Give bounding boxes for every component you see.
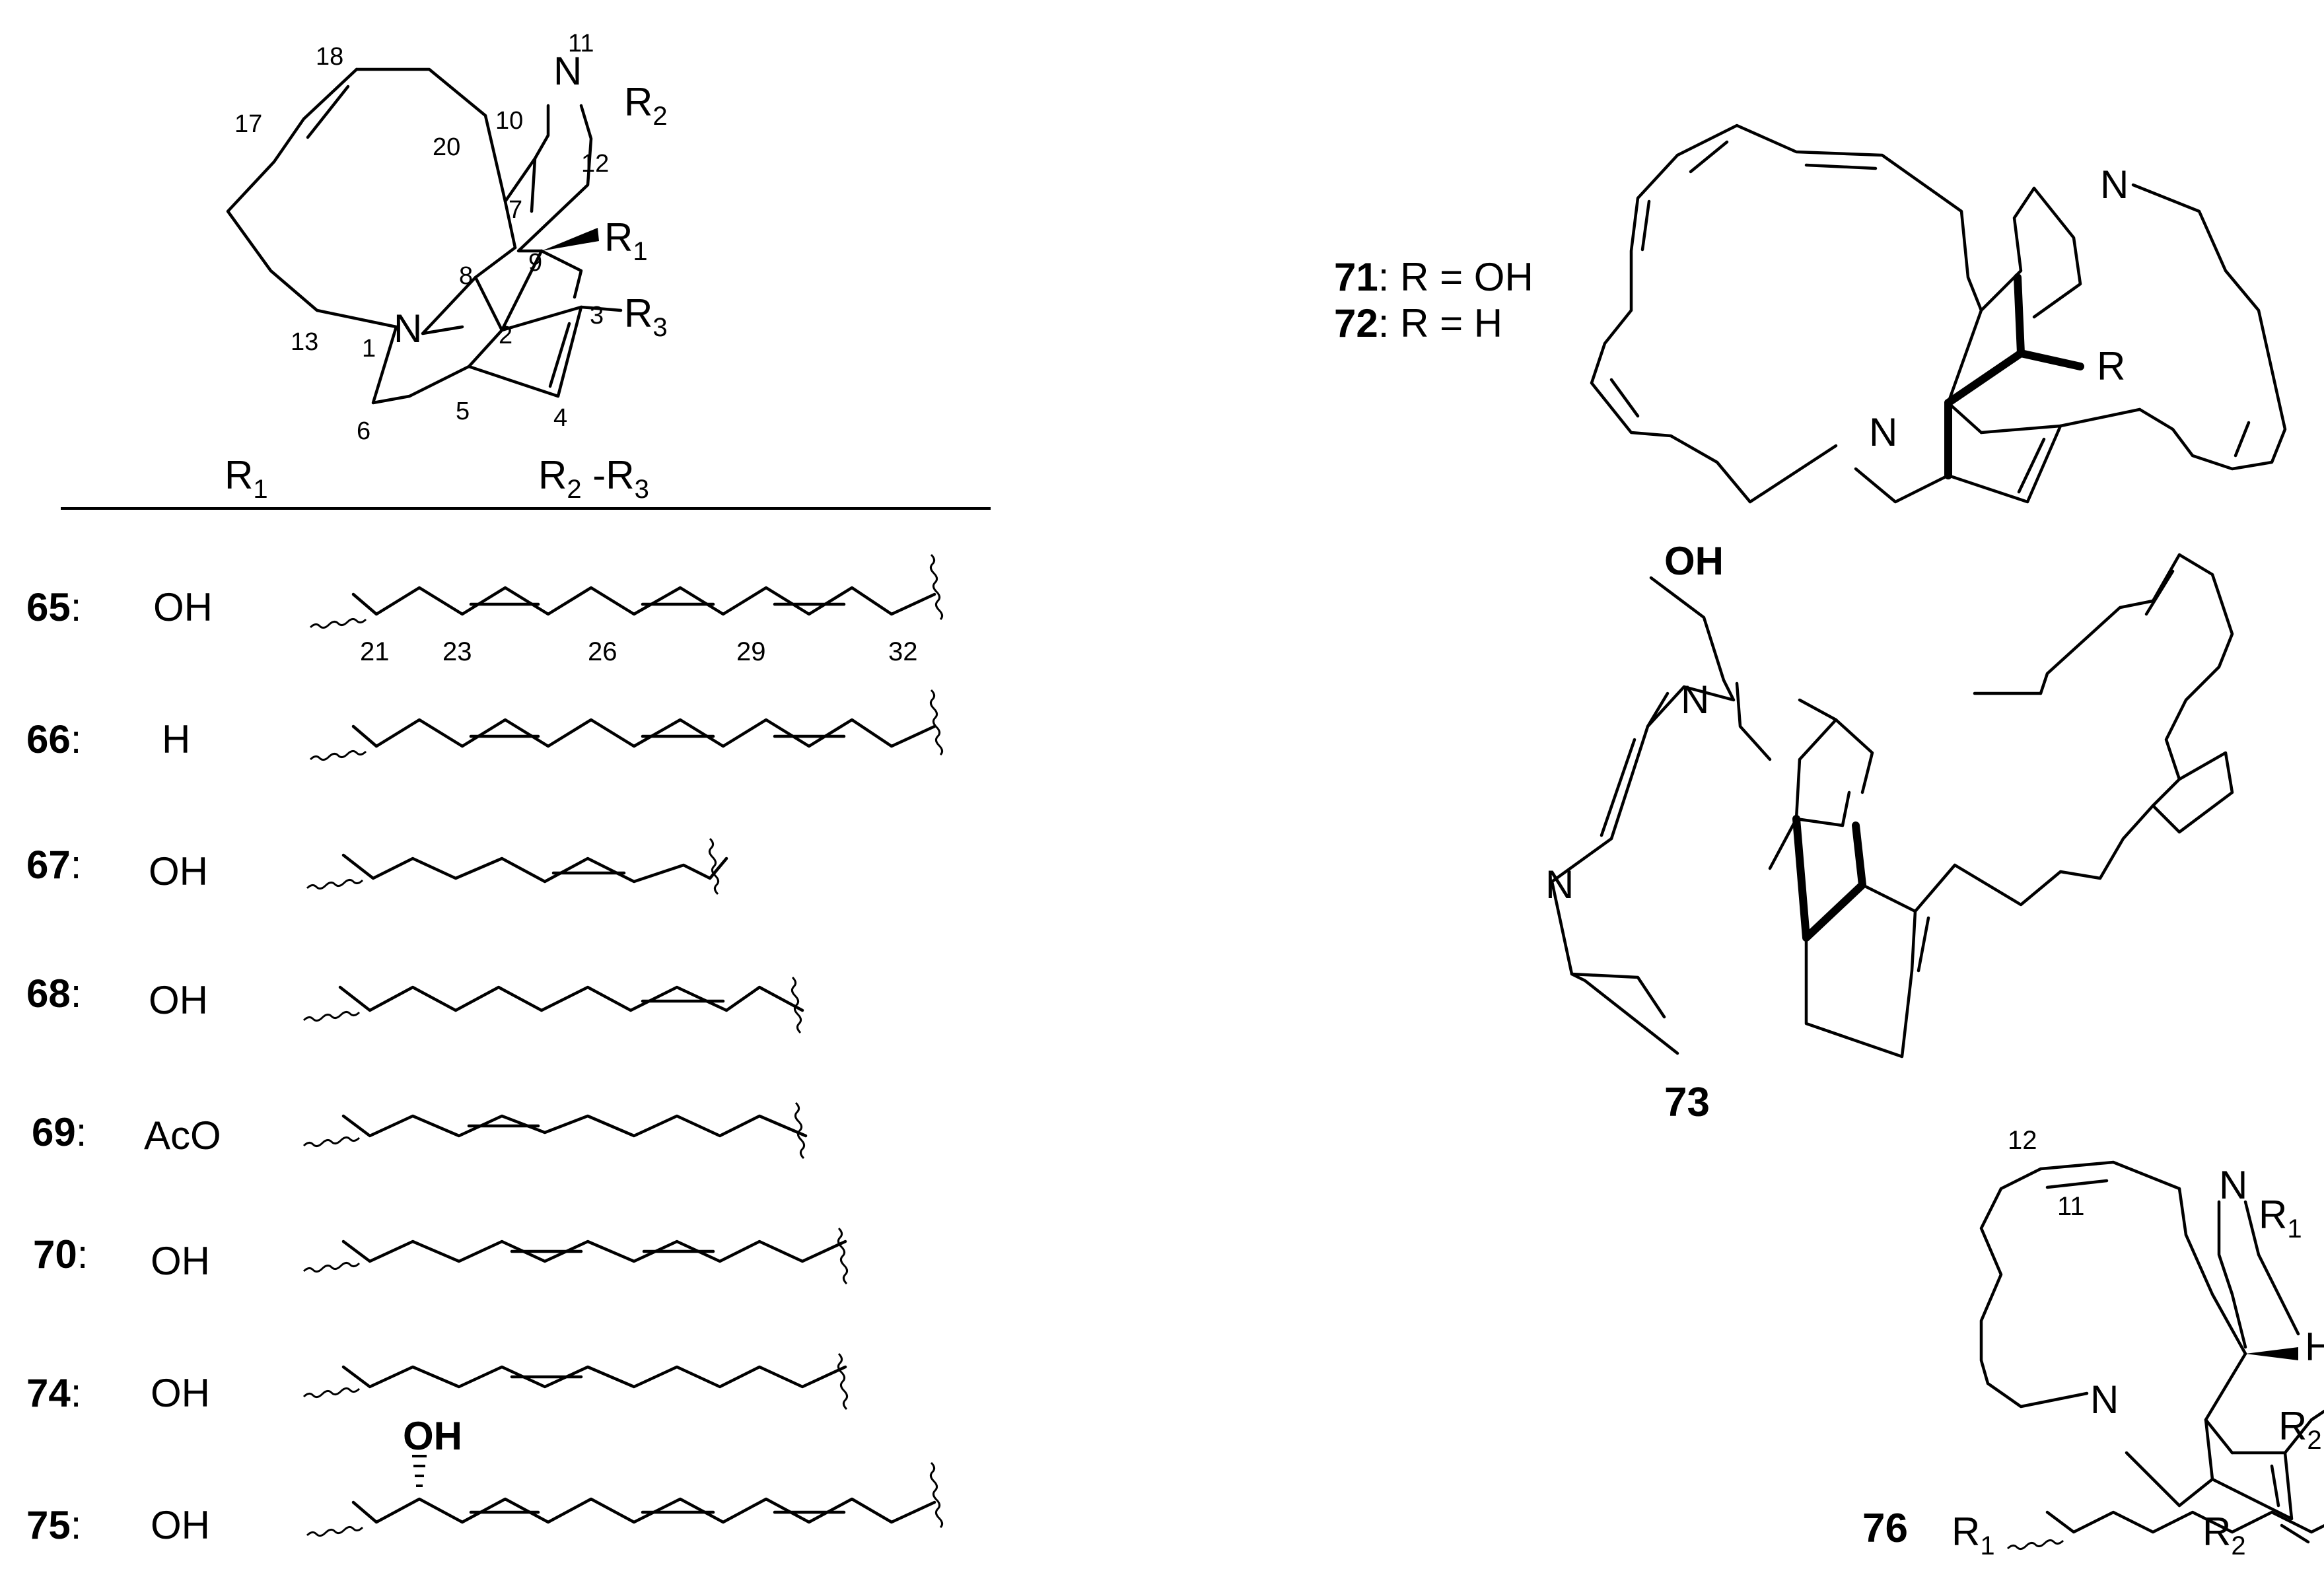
atom-number: 18 bbox=[316, 43, 343, 71]
table-row: 69: AcO bbox=[32, 1110, 221, 1158]
table-row: 74: OH bbox=[26, 1371, 210, 1415]
atom-number: 20 bbox=[433, 133, 460, 161]
atom-number: 12 bbox=[581, 150, 609, 178]
r1-value: OH bbox=[153, 585, 213, 629]
atom-number: 8 bbox=[459, 262, 473, 290]
legend-72: 72: R = H bbox=[1334, 301, 1502, 345]
structure-71-72: 71: R = OH 72: R = H N N R bbox=[1334, 123, 2287, 504]
atom-number: 9 bbox=[528, 249, 542, 277]
table-row: 75: OH bbox=[26, 1503, 210, 1547]
svg-text:74:: 74: bbox=[26, 1371, 81, 1415]
atom-number: 3 bbox=[590, 302, 604, 330]
r1-value: OH bbox=[149, 978, 208, 1022]
atom-r2: R2 bbox=[624, 80, 668, 131]
svg-text:70:: 70: bbox=[33, 1232, 88, 1276]
atom-number: 4 bbox=[553, 404, 567, 432]
svg-text:68:: 68: bbox=[26, 971, 81, 1016]
row75-oh-label: OH bbox=[403, 1414, 462, 1458]
atom-r2: R2 bbox=[2278, 1404, 2322, 1455]
compound-number: 70 bbox=[33, 1232, 77, 1276]
atom-number: 13 bbox=[291, 328, 318, 356]
atom-n: N bbox=[2090, 1378, 2119, 1422]
r1-value: OH bbox=[151, 1503, 210, 1547]
compound-number: 67 bbox=[26, 843, 71, 887]
side-chain-70 bbox=[302, 1227, 849, 1285]
atom-number: 7 bbox=[509, 196, 522, 224]
atom-number: 11 bbox=[568, 30, 594, 57]
svg-text:69:: 69: bbox=[32, 1110, 87, 1154]
atom-n: N bbox=[2100, 162, 2129, 207]
compound-number: 69 bbox=[32, 1110, 76, 1154]
side-chain-67 bbox=[306, 837, 728, 895]
svg-text:67:: 67: bbox=[26, 843, 81, 887]
atom-r1: R1 bbox=[2259, 1193, 2302, 1243]
r1-value: AcO bbox=[144, 1113, 221, 1158]
atom-r1: R1 bbox=[604, 215, 648, 266]
compound-label-76: 76 bbox=[1862, 1506, 1908, 1551]
side-chain-75: OH bbox=[306, 1414, 944, 1537]
side-chain-69 bbox=[302, 1101, 808, 1160]
atom-number: 10 bbox=[495, 107, 523, 135]
compound-number: 65 bbox=[26, 585, 71, 629]
compound-number: 66 bbox=[26, 717, 71, 761]
atom-r3: R3 bbox=[624, 291, 668, 342]
legend-71: 71: R = OH bbox=[1334, 255, 1533, 299]
chain-number: 21 bbox=[360, 637, 390, 666]
column-header-r1: R1 bbox=[225, 453, 268, 504]
table-row: 65: OH bbox=[26, 585, 213, 629]
atom-n1: N bbox=[394, 306, 422, 351]
r1-value: OH bbox=[151, 1371, 210, 1415]
atom-r: R bbox=[2097, 344, 2125, 388]
num-12: 12 bbox=[2008, 1126, 2037, 1155]
table-row: 70: OH bbox=[33, 1232, 210, 1283]
r1-value: H bbox=[162, 717, 190, 761]
chain-number: 26 bbox=[588, 637, 617, 666]
chain-number: 29 bbox=[736, 637, 766, 666]
atom-n: N bbox=[1869, 410, 1897, 454]
table-row: 68: OH bbox=[26, 971, 208, 1022]
compound-number: 68 bbox=[26, 971, 71, 1016]
column-header-r2-r3: R2 -R3 bbox=[538, 453, 649, 504]
atom-oh: OH bbox=[1664, 539, 1724, 583]
num-11: 11 bbox=[2057, 1192, 2085, 1221]
atom-number: 17 bbox=[234, 110, 262, 138]
atom-number: 5 bbox=[456, 398, 470, 425]
generic-scaffold-structure: N R2 R1 N R3 18 11 17 10 20 12 7 9 8 13 … bbox=[226, 30, 668, 445]
atom-n: N bbox=[2219, 1163, 2247, 1207]
atom-n: N bbox=[1681, 678, 1709, 722]
svg-text:75:: 75: bbox=[26, 1503, 81, 1547]
svg-text:66:: 66: bbox=[26, 717, 81, 761]
structure-76: 12 11 N R1 H N R2 76 R1 R2 bbox=[1862, 1126, 2324, 1560]
compound-label-73: 73 bbox=[1664, 1080, 1710, 1125]
atom-n: N bbox=[1545, 862, 1574, 907]
side-chain-65: 21 23 26 29 32 bbox=[309, 553, 944, 666]
structure-73: OH N N 73 bbox=[1545, 539, 2234, 1125]
atom-number: 6 bbox=[357, 417, 370, 445]
table-row: 67: OH bbox=[26, 843, 208, 893]
chain-number: 32 bbox=[888, 637, 918, 666]
compound-number: 75 bbox=[26, 1503, 71, 1547]
side-chain-68 bbox=[302, 976, 804, 1034]
chain-r2: R2 bbox=[2202, 1510, 2246, 1560]
r1-value: OH bbox=[149, 849, 208, 893]
side-chain-74 bbox=[302, 1352, 849, 1411]
r1-value: OH bbox=[151, 1239, 210, 1283]
atom-h: H bbox=[2305, 1325, 2324, 1369]
atom-number: 1 bbox=[362, 335, 376, 363]
chain-r1: R1 bbox=[1952, 1510, 1995, 1560]
side-chain-66 bbox=[309, 689, 944, 761]
svg-text:65:: 65: bbox=[26, 585, 81, 629]
atom-number: 2 bbox=[499, 322, 512, 349]
compound-number: 74 bbox=[26, 1371, 71, 1415]
atom-n11: N bbox=[553, 49, 582, 93]
table-row: 66: H bbox=[26, 717, 190, 761]
chain-number: 23 bbox=[442, 637, 472, 666]
